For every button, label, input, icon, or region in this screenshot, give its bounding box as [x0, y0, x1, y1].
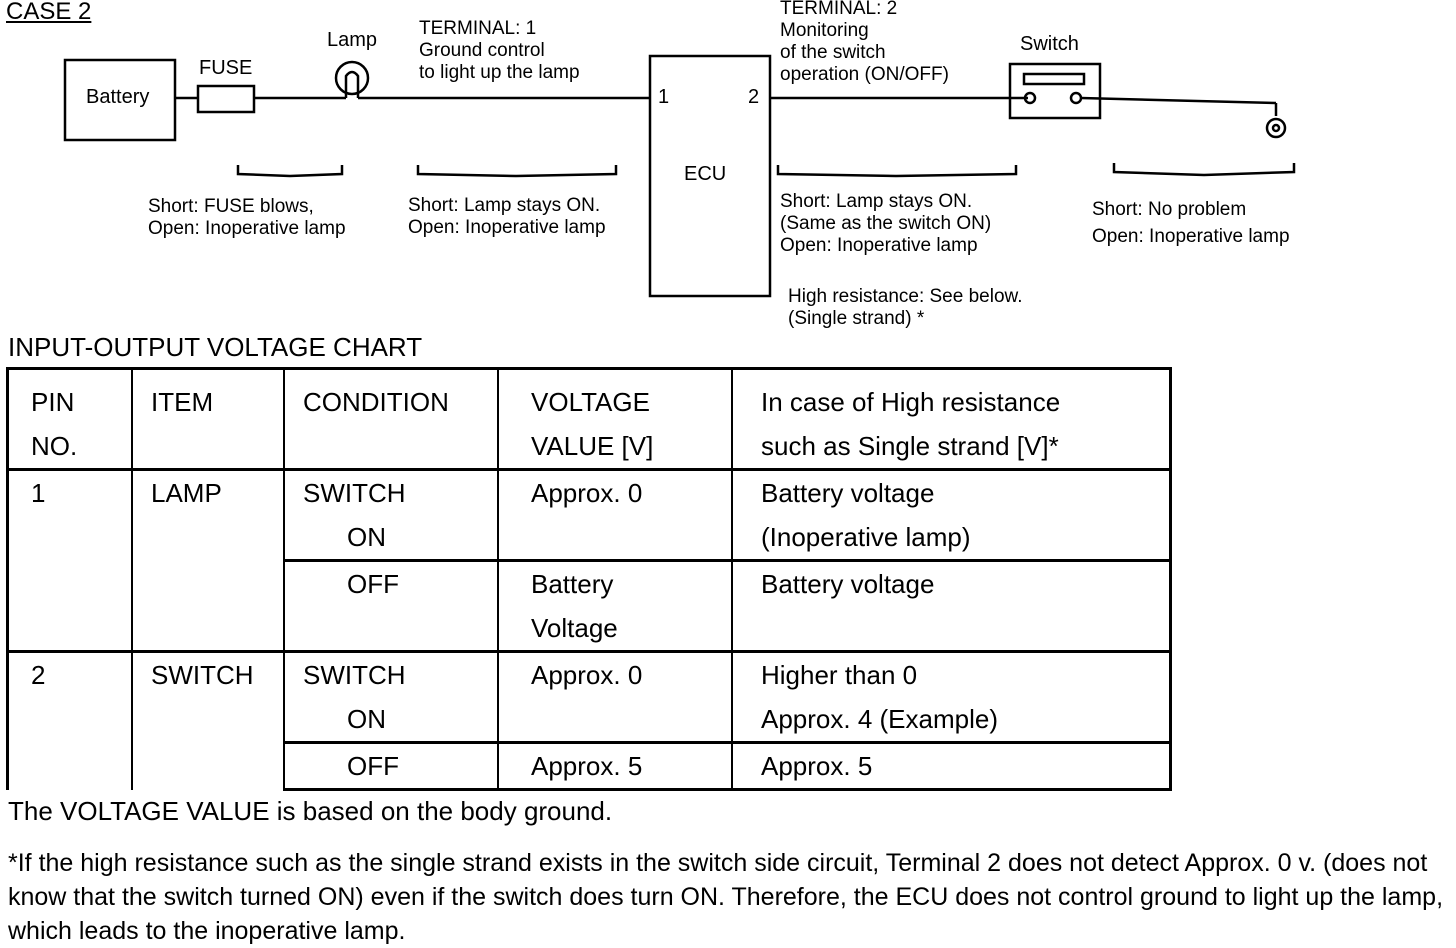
row2-on-hr-2: Approx. 4 (Example): [732, 697, 1172, 743]
switch-contact-left: [1023, 91, 1037, 105]
table-row: 2 SWITCH SWITCH Approx. 0 Higher than 0: [6, 650, 1172, 790]
row2-on-cond-2: ON: [284, 697, 499, 743]
high-resistance-note: High resistance: See below. (Single stra…: [788, 286, 1023, 329]
row2-pin: 2: [6, 650, 133, 790]
seg2-notes: Short: Lamp stays ON. Open: Inoperative …: [408, 195, 606, 238]
row1-on-cond-1: SWITCH: [284, 468, 499, 515]
row2-off-cond: OFF: [284, 741, 499, 791]
fuse-label: FUSE: [199, 57, 253, 79]
row1-off-hr: Battery voltage: [732, 559, 1172, 652]
table-row: OFF Battery Battery voltage: [8, 559, 1172, 652]
row1-off-voltage-2: Voltage: [498, 606, 733, 652]
case-title: CASE 2: [6, 0, 92, 25]
terminal2-desc: TERMINAL: 2 Monitoring of the switch ope…: [780, 0, 949, 85]
battery-box: [63, 58, 177, 142]
table-row: 1 LAMP SWITCH Approx. 0 Battery voltage: [6, 468, 1172, 652]
row1-on-cond-2: ON: [284, 515, 499, 561]
wire-switch-ground: [1080, 96, 1277, 105]
header-voltage: VOLTAGE VALUE [V]: [498, 367, 733, 470]
ecu-pin-2: 2: [748, 86, 760, 108]
seg3-notes: Short: Lamp stays ON. (Same as the switc…: [780, 191, 992, 256]
table-row: ON Approx. 4 (Example): [8, 697, 1172, 743]
row1-item: LAMP: [132, 468, 285, 652]
row2-on-voltage: Approx. 0: [498, 650, 733, 743]
seg1-notes: Short: FUSE blows, Open: Inoperative lam…: [148, 196, 346, 239]
bracket-seg4: [1112, 163, 1296, 177]
lamp-filament: [344, 70, 360, 90]
row2-on-hr-1: Higher than 0: [732, 650, 1172, 697]
ecu-box: [648, 54, 772, 298]
chart-title: INPUT-OUTPUT VOLTAGE CHART: [8, 332, 423, 362]
bracket-seg1: [236, 165, 344, 178]
voltage-chart-table: PIN NO. ITEM CONDITION VOLTAGE VALUE [V]…: [6, 367, 1172, 791]
fuse-symbol: [196, 84, 256, 114]
header-pin: PIN NO.: [6, 367, 133, 470]
header-item: ITEM: [132, 367, 285, 470]
table-header-row: PIN NO. ITEM CONDITION VOLTAGE VALUE [V]…: [6, 367, 1172, 470]
circuit-diagram: [63, 54, 1296, 298]
bracket-seg3: [776, 165, 1018, 178]
row2-item: SWITCH: [132, 650, 285, 790]
switch-label: Switch: [1020, 33, 1079, 55]
row1-on-hr-2: (Inoperative lamp): [732, 515, 1172, 561]
table-row: OFF Approx. 5 Approx. 5: [8, 741, 1172, 791]
header-high-resistance: In case of High resistance such as Singl…: [732, 367, 1172, 470]
header-condition: CONDITION: [284, 367, 499, 470]
lamp-bulb-icon: [334, 60, 370, 96]
row1-pin: 1: [6, 468, 133, 652]
table-row: ON (Inoperative lamp): [8, 515, 1172, 561]
battery-label: Battery: [86, 86, 150, 108]
row1-off-voltage-1: Battery: [498, 559, 733, 606]
ecu-label: ECU: [684, 163, 727, 185]
lamp-label: Lamp: [327, 29, 378, 51]
switch-box: [1008, 62, 1102, 120]
seg4-notes: Short: No problem Open: Inoperative lamp: [1092, 199, 1290, 247]
row2-off-hr: Approx. 5: [732, 741, 1172, 791]
ecu-pin-1: 1: [658, 86, 670, 108]
terminal1-desc: TERMINAL: 1 Ground control to light up t…: [419, 18, 580, 83]
row1-off-cond: OFF: [284, 559, 499, 652]
bracket-seg2: [416, 165, 618, 178]
table-row: Voltage: [8, 606, 1171, 652]
voltage-basis-note: The VOLTAGE VALUE is based on the body g…: [8, 796, 613, 826]
ground-icon: [1265, 117, 1287, 139]
row1-on-voltage: Approx. 0: [498, 468, 733, 561]
switch-contact-right: [1069, 91, 1083, 105]
row2-off-voltage: Approx. 5: [498, 741, 733, 791]
row1-on-hr-1: Battery voltage: [732, 468, 1172, 515]
row2-on-cond-1: SWITCH: [284, 650, 499, 697]
footnote: *If the high resistance such as the sing…: [8, 849, 1444, 945]
switch-lever-icon: [1022, 72, 1086, 86]
